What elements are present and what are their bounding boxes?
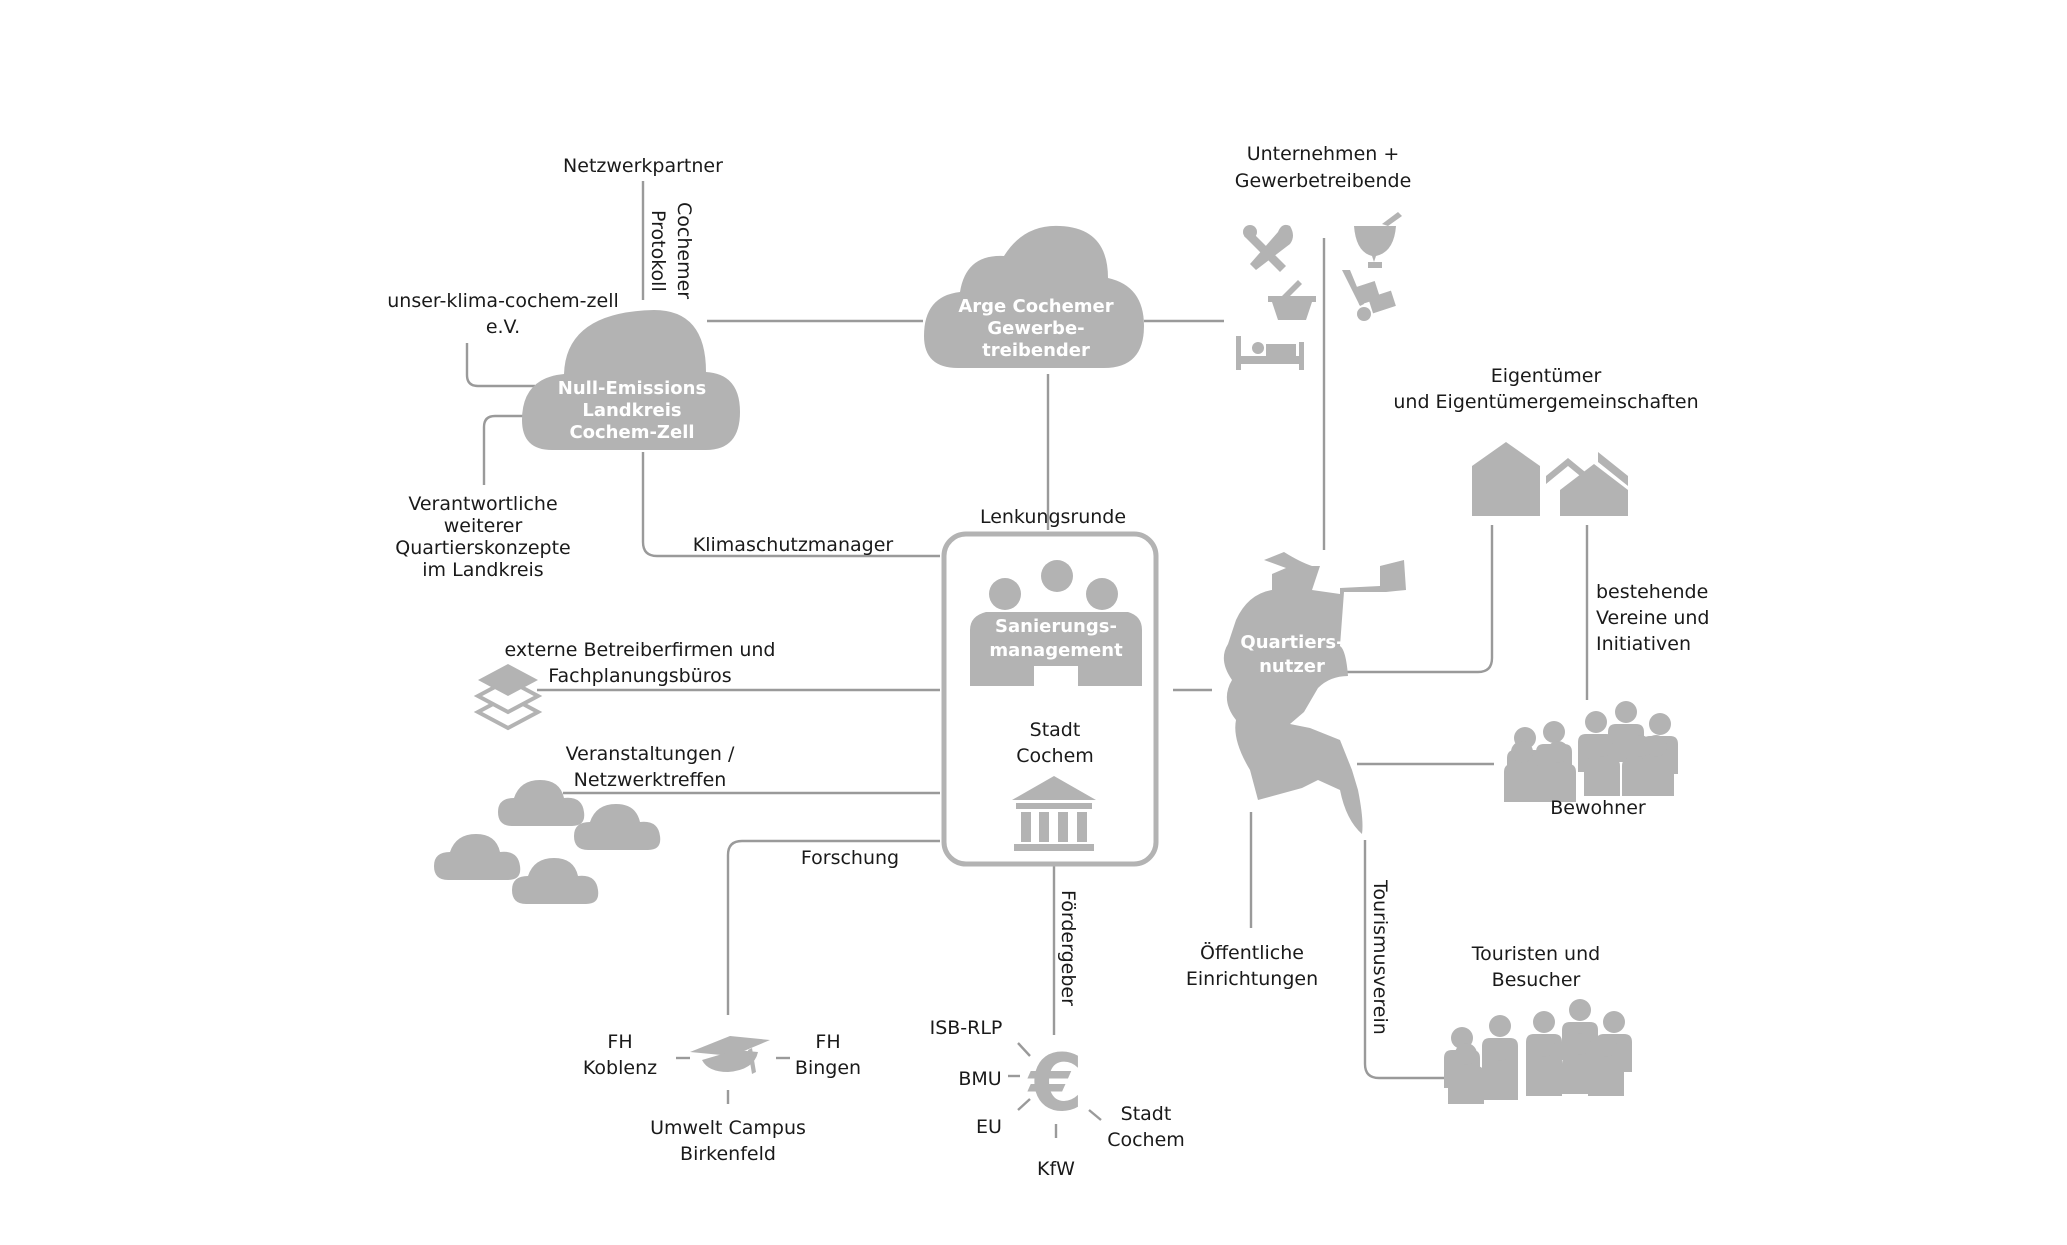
eu-label: EU <box>976 1116 1002 1138</box>
sanierungs-box[interactable]: Sanierungs- management Stadt Cochem <box>941 531 1159 867</box>
tourismusverein-label: Tourismusverein <box>1369 879 1391 1035</box>
veranstaltungen-label-1: Veranstaltungen / <box>566 743 735 765</box>
sanierungs-line-1: Sanierungs- <box>995 616 1117 637</box>
arge-line-1: Arge Cochemer <box>958 296 1113 317</box>
null-emissions-line-1: Null-Emissions <box>558 378 706 399</box>
kfw-label: KfW <box>1037 1158 1075 1180</box>
stadt-cochem-center-line-1: Stadt <box>1030 719 1081 741</box>
eigentuemer-label-2: und Eigentümergemeinschaften <box>1393 391 1698 413</box>
verantwortliche-label-3: Quartierskonzepte <box>395 537 570 559</box>
lenkungsrunde-label: Lenkungsrunde <box>980 506 1126 528</box>
arge-cloud[interactable]: Arge Cochemer Gewerbe- treibender <box>924 225 1144 368</box>
unser-klima-label-2: e.V. <box>486 316 520 338</box>
veranstaltungen-label-2: Netzwerktreffen <box>574 769 727 791</box>
town-hall-icon <box>1012 776 1096 851</box>
stadt-cochem-foerder-label-1: Stadt <box>1121 1103 1172 1125</box>
foerdergeber-label: Fördergeber <box>1057 890 1079 1006</box>
unternehmen-label-1: Unternehmen + <box>1247 143 1400 165</box>
bewohner-group-icon <box>1504 701 1678 802</box>
connector-lines <box>465 181 1589 1138</box>
touristen-label-2: Besucher <box>1492 969 1581 991</box>
hand-truck-icon <box>1342 270 1396 321</box>
graduation-cap-icon <box>690 1036 770 1074</box>
fh-koblenz-label-1: FH <box>607 1031 632 1053</box>
null-emissions-cloud[interactable]: Null-Emissions Landkreis Cochem-Zell <box>522 310 740 450</box>
umwelt-campus-label-1: Umwelt Campus <box>650 1117 806 1139</box>
layers-icon <box>473 664 543 731</box>
oeffentliche-label-2: Einrichtungen <box>1186 968 1318 990</box>
fh-bingen-label-1: FH <box>815 1031 840 1053</box>
unser-klima-label-1: unser-klima-cochem-zell <box>387 290 619 312</box>
houses-icon <box>1472 442 1628 516</box>
vereine-label-2: Vereine und <box>1596 607 1710 629</box>
verantwortliche-label-4: im Landkreis <box>422 559 543 581</box>
bmu-label: BMU <box>958 1068 1001 1090</box>
quartiersnutzer-map[interactable]: Quartiers- nutzer <box>1223 552 1406 834</box>
arge-line-2: Gewerbe- <box>987 318 1084 339</box>
netzwerkpartner-label: Netzwerkpartner <box>563 155 723 177</box>
mortar-pestle-icon <box>1354 212 1402 268</box>
touristen-group-icon <box>1444 999 1632 1104</box>
basket-icon <box>1268 280 1316 320</box>
cochemer-label: Cochemer <box>673 202 695 299</box>
tools-icon <box>1243 224 1293 272</box>
verantwortliche-label-1: Verantwortliche <box>408 493 557 515</box>
protokoll-label: Protokoll <box>647 210 669 292</box>
euro-icon: € <box>1027 1039 1083 1129</box>
arge-line-3: treibender <box>982 340 1090 361</box>
quartier-line-2: nutzer <box>1259 656 1325 677</box>
umwelt-campus-label-2: Birkenfeld <box>680 1143 776 1165</box>
bed-icon <box>1236 336 1304 370</box>
fh-koblenz-label-2: Koblenz <box>583 1057 657 1079</box>
vereine-label-1: bestehende <box>1596 581 1708 603</box>
unternehmen-label-2: Gewerbetreibende <box>1235 170 1412 192</box>
null-emissions-line-3: Cochem-Zell <box>569 422 694 443</box>
labels: Netzwerkpartner Cochemer Protokoll unser… <box>387 143 1709 1180</box>
touristen-label-1: Touristen und <box>1471 943 1600 965</box>
isb-rlp-label: ISB-RLP <box>930 1017 1003 1039</box>
klimaschutzmanager-label: Klimaschutzmanager <box>693 534 894 556</box>
stadt-cochem-center-line-2: Cochem <box>1016 745 1094 767</box>
stadt-cochem-foerder-label-2: Cochem <box>1107 1129 1185 1151</box>
fh-bingen-label-2: Bingen <box>795 1057 861 1079</box>
management-group-icon <box>970 560 1142 686</box>
event-clouds-icon <box>434 780 661 904</box>
oeffentliche-label-1: Öffentliche <box>1200 941 1304 964</box>
bewohner-label: Bewohner <box>1550 797 1646 819</box>
externe-label-2: Fachplanungsbüros <box>548 665 731 687</box>
quartier-line-1: Quartiers- <box>1240 632 1343 653</box>
externe-label-1: externe Betreiberfirmen und <box>505 639 776 661</box>
eigentuemer-label-1: Eigentümer <box>1491 365 1602 387</box>
null-emissions-line-2: Landkreis <box>582 400 681 421</box>
vereine-label-3: Initiativen <box>1596 633 1691 655</box>
forschung-label: Forschung <box>801 847 899 869</box>
sanierungs-line-2: management <box>989 640 1123 661</box>
verantwortliche-label-2: weiterer <box>444 515 523 537</box>
